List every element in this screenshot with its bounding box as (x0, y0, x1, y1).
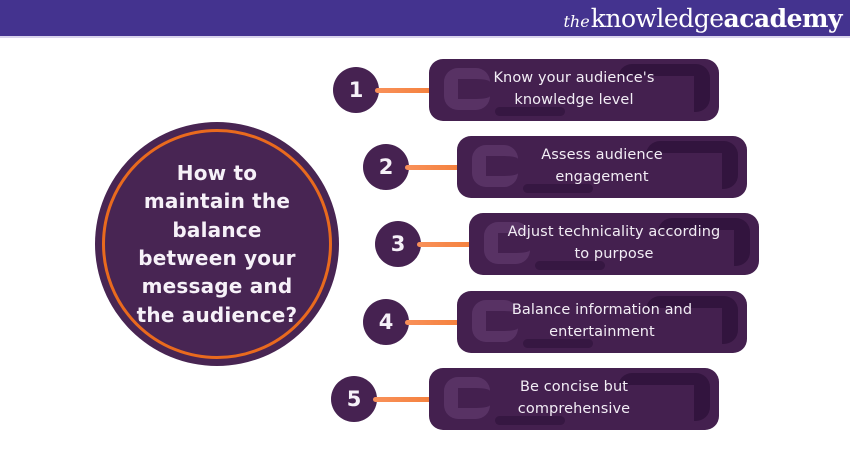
logo-word-the: the (563, 11, 590, 31)
step-row-1: 1 Know your audience's knowledge level (0, 59, 850, 121)
step-number-badge: 2 (363, 144, 409, 190)
step-row-2: 2 Assess audience engagement (0, 136, 850, 198)
connector-line (405, 164, 463, 170)
connector-line (417, 241, 475, 247)
step-number-badge: 4 (363, 299, 409, 345)
card-decoration-left (472, 145, 518, 187)
step-card: Be concise but comprehensive (429, 368, 719, 430)
connector-line (373, 396, 435, 402)
step-row-5: 5 Be concise but comprehensive (0, 368, 850, 430)
question-text: How to maintain the balance between your… (136, 160, 298, 327)
connector-line (375, 87, 435, 93)
step-row-3: 3 Adjust technicality according to purpo… (0, 213, 850, 275)
step-row-4: 4 Balance information and entertainment (0, 291, 850, 353)
step-number-badge: 5 (331, 376, 377, 422)
step-label: Know your audience's knowledge level (493, 70, 655, 108)
logo-word-knowledge: knowledge (590, 3, 724, 33)
card-decoration-left (444, 377, 490, 419)
step-label: Balance information and entertainment (511, 302, 693, 340)
step-label: Assess audience engagement (541, 147, 663, 185)
question-circle: How to maintain the balance between your… (95, 122, 339, 366)
logo-word-academy: academy (723, 3, 843, 33)
step-label: Be concise but comprehensive (517, 379, 631, 417)
step-label: Adjust technicality according to purpose (507, 224, 721, 262)
step-number-badge: 3 (375, 221, 421, 267)
step-card: Know your audience's knowledge level (429, 59, 719, 121)
step-card: Assess audience engagement (457, 136, 747, 198)
step-card: Balance information and entertainment (457, 291, 747, 353)
connector-line (405, 319, 463, 325)
step-card: Adjust technicality according to purpose (469, 213, 759, 275)
step-number-badge: 1 (333, 67, 379, 113)
